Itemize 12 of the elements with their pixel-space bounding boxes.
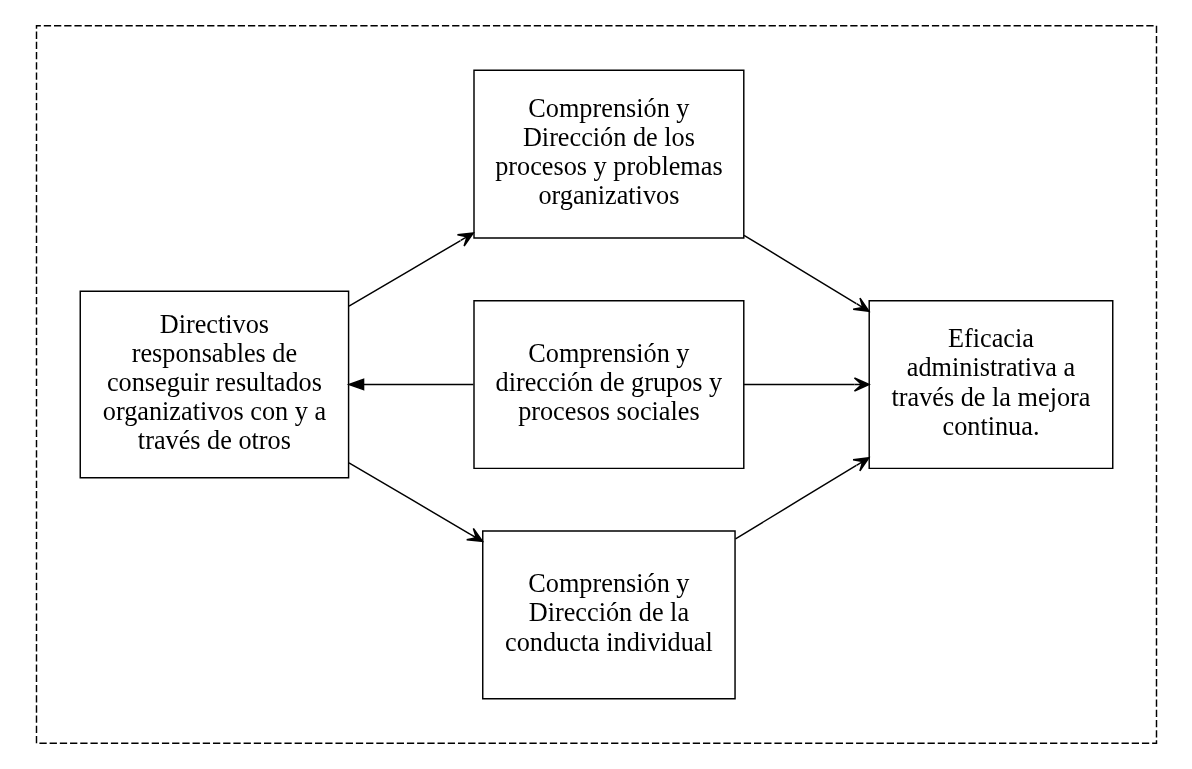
node-box: Comprensión y dirección de grupos y procesos sociales [472,299,744,470]
arrow [742,377,870,392]
arrow [346,378,474,391]
arrow [347,462,483,543]
arrow [742,234,870,313]
cluster [35,25,1157,744]
node-box: Directivos responsables de conseguir resultados organizativos con y a través de otros [79,290,349,479]
node-box: Comprensión y Dirección de la conducta individual [481,530,736,700]
arrow [347,232,474,307]
arrow [734,457,870,540]
node-box: Comprensión y Dirección de los procesos y problemas organizativos [472,69,744,239]
node-box: Eficacia administrativa a través de la mejora continua. [868,299,1113,470]
